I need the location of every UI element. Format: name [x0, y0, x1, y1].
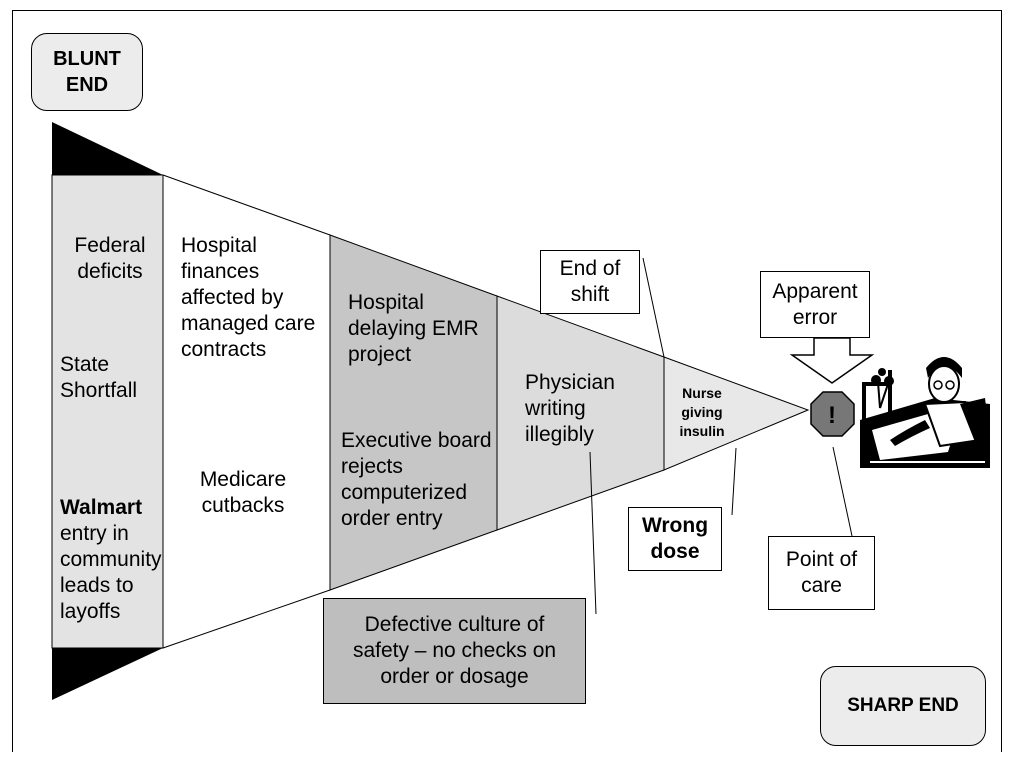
- medicare-cutbacks-text: Medicare cutbacks: [199, 468, 287, 517]
- end-of-shift-leader: [642, 257, 665, 358]
- defective-culture-leader: [589, 451, 597, 615]
- zone-administration: [329, 234, 498, 591]
- top-black-wedge: [52, 122, 163, 175]
- state-shortfall-text: State Shortfall: [60, 353, 138, 402]
- exclamation-mark: !: [828, 402, 836, 429]
- slide-frame: [12, 10, 1002, 752]
- wrong-dose-leader: [731, 447, 737, 516]
- walmart-text: Walmart entry in community leads to layo…: [60, 495, 180, 625]
- blunt-end-label: BLUNT END: [31, 33, 143, 111]
- octagon-exclamation-icon: !: [810, 391, 855, 437]
- executive-board-text: Executive board rejects computerized ord…: [341, 429, 492, 530]
- point-of-care-leader: [832, 446, 853, 537]
- walmart-bold-text: Walmart: [60, 496, 143, 519]
- patient-in-bed-icon: [860, 357, 990, 468]
- hospital-finances-text: Hospital finances affected by managed ca…: [181, 234, 316, 361]
- federal-deficits-text: Federal deficits: [74, 234, 146, 283]
- nurse-giving-insulin-text: Nurse giving insulin: [679, 385, 725, 439]
- sharp-end-label: SHARP END: [820, 666, 986, 746]
- wrong-dose-callout: Wrong dose: [628, 507, 722, 571]
- walmart-rest-text: entry in community leads to layoffs: [60, 522, 162, 623]
- zone-nurse: [663, 356, 810, 471]
- emr-project-text: Hospital delaying EMR project: [348, 291, 479, 366]
- apparent-error-callout: Apparent error: [760, 271, 870, 338]
- bottom-black-wedge: [52, 648, 163, 700]
- defective-culture-callout: Defective culture of safety – no checks …: [323, 598, 586, 704]
- end-of-shift-callout: End of shift: [540, 250, 640, 314]
- point-of-care-callout: Point of care: [768, 536, 875, 610]
- apparent-error-arrow: [789, 337, 875, 384]
- physician-writing-text: Physician writing illegibly: [525, 371, 615, 446]
